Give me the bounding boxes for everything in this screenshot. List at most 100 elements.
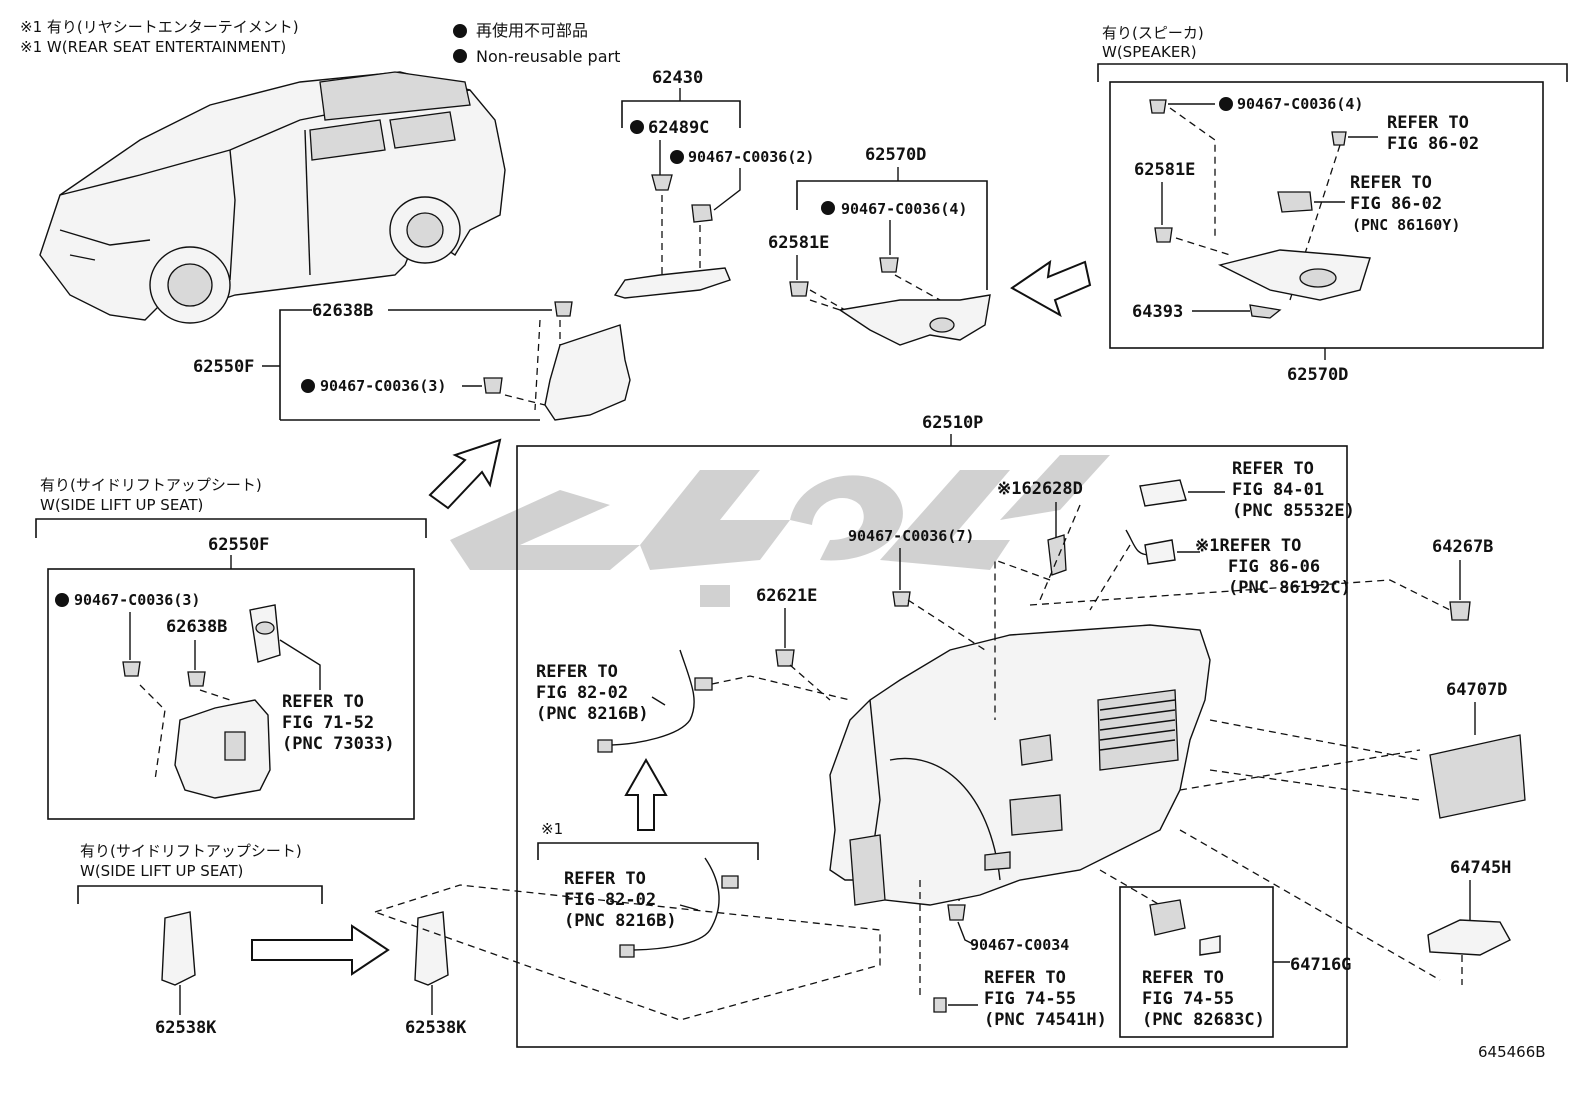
- part-label-clip-4b: 90467-C0036(4): [1237, 95, 1363, 113]
- reference-text: FIG 84-01: [1232, 480, 1324, 500]
- legend-dot-icon: [453, 24, 467, 38]
- part-label-62570D: 62570D: [865, 145, 926, 165]
- group-62550F-top: 62638B 62550F 90467-C0036(3): [193, 301, 631, 421]
- part-label-clip-4a: 90467-C0036(4): [841, 200, 967, 218]
- reference-text: (PNC 86192C): [1228, 578, 1351, 598]
- lift-seat-title-en: W(SIDE LIFT UP SEAT): [40, 496, 203, 514]
- part-label-62638B: 62638B: [312, 301, 373, 321]
- non-reusable-dot-icon: [630, 120, 644, 134]
- part-62570D-speaker-panel: [1217, 249, 1371, 301]
- lift-seat-title-jp: 有り(サイドリフトアップシート): [40, 476, 262, 494]
- part-label-62621E: 62621E: [756, 586, 817, 606]
- part-label-62538K-left: 62538K: [155, 1018, 217, 1038]
- clip-90467: [483, 377, 503, 394]
- part-62538K-left: [161, 911, 196, 986]
- speaker-title-en: W(SPEAKER): [1102, 43, 1197, 61]
- reference-text: FIG 86-02: [1387, 134, 1479, 154]
- non-reusable-dot-icon: [1219, 97, 1233, 111]
- part-label-62550F: 62550F: [193, 357, 254, 377]
- direction-arrow-right: [251, 924, 390, 976]
- part-label-clip-3b: 90467-C0036(3): [74, 591, 200, 609]
- part-64716G: [1149, 899, 1186, 936]
- diagram-id: 645466B: [1478, 1043, 1546, 1061]
- clip-62581E: [1154, 227, 1173, 243]
- reference-text: REFER TO: [1350, 173, 1432, 193]
- legend-dot-icon: [453, 49, 467, 63]
- reference-text: (PNC 73033): [282, 734, 395, 754]
- reference-text: FIG 74-55: [1142, 989, 1234, 1009]
- lift-seat-box-2: 有り(サイドリフトアップシート) W(SIDE LIFT UP SEAT) 62…: [77, 842, 881, 1038]
- vehicle-illustration: [39, 71, 506, 324]
- part-label-62628D: ※162628D: [997, 479, 1083, 499]
- part-62510P-quarter-panel: [829, 624, 1211, 906]
- reference-text: FIG 82-02: [536, 683, 628, 703]
- wire-harness-2: [627, 857, 720, 951]
- direction-arrow-left: [1010, 259, 1092, 318]
- reference-text: REFER TO: [564, 869, 646, 889]
- part-label-clip-2: 90467-C0036(2): [688, 148, 814, 166]
- part-62570D-panel: [838, 294, 991, 346]
- reference-text: (PNC 74541H): [984, 1010, 1107, 1030]
- part-label-62510P: 62510P: [922, 413, 983, 433]
- part-label-62489C: 62489C: [648, 118, 709, 138]
- direction-arrow-up-right: [428, 438, 502, 510]
- wire-harness-1: [604, 649, 695, 746]
- speaker-box: 有り(スピーカ) W(SPEAKER) 90467-C0036(4) REFER…: [1097, 24, 1568, 385]
- part-label-64267B: 64267B: [1432, 537, 1493, 557]
- part-label-62581E: 62581E: [768, 233, 829, 253]
- part-label-64393: 64393: [1132, 302, 1183, 322]
- clip-62638B: [554, 301, 573, 317]
- part-label-64745H: 64745H: [1450, 858, 1511, 878]
- main-62510P-box: 62510P ※162628D 90467-C0036(7) 62621E RE…: [516, 413, 1451, 1048]
- reference-text: FIG 86-06: [1228, 557, 1320, 577]
- lift-seat-box-1: 有り(サイドリフトアップシート) W(SIDE LIFT UP SEAT) 62…: [35, 476, 427, 820]
- clip-90467: [1149, 99, 1167, 114]
- reference-text: REFER TO: [1142, 968, 1224, 988]
- part-62550F: [544, 324, 631, 421]
- reference-text: FIG 86-02: [1350, 194, 1442, 214]
- rse-mark: ※1: [541, 820, 563, 838]
- part-label-64707D: 64707D: [1446, 680, 1507, 700]
- reference-text: (PNC 8216B): [564, 911, 677, 931]
- part-62628D: [1047, 534, 1067, 576]
- part-64393: [1249, 304, 1282, 319]
- hook: [933, 997, 947, 1013]
- clip-62581E: [789, 281, 809, 297]
- usb-connector: [1139, 479, 1187, 507]
- part-62550F-lift: [174, 699, 271, 799]
- reference-text: (PNC 8216B): [536, 704, 649, 724]
- non-reusable-dot-icon: [301, 379, 315, 393]
- part-label-62430: 62430: [652, 68, 703, 88]
- rse-note-en: ※1 W(REAR SEAT ENTERTAINMENT): [20, 38, 286, 56]
- reference-text: FIG 71-52: [282, 713, 374, 733]
- reference-text: REFER TO: [984, 968, 1066, 988]
- reference-text: ※1REFER TO: [1195, 536, 1301, 556]
- reference-text: REFER TO: [282, 692, 364, 712]
- clip-62621E: [775, 649, 795, 667]
- clip-90467: [892, 591, 911, 607]
- part-64745H-tray: [1427, 919, 1511, 956]
- harness-connector: [1144, 539, 1176, 565]
- non-reusable-dot-icon: [670, 150, 684, 164]
- right-column-parts: 64267B 64707D 64745H: [1427, 537, 1526, 985]
- non-reusable-dot-icon: [821, 201, 835, 215]
- part-label-62538K-right: 62538K: [405, 1018, 467, 1038]
- part-62430: [613, 267, 731, 299]
- clip-62489C: [651, 174, 673, 191]
- non-reusable-dot-icon: [55, 593, 69, 607]
- part-label-62638B-box: 62638B: [166, 617, 227, 637]
- legend-en: Non-reusable part: [476, 47, 620, 66]
- reference-text: REFER TO: [1387, 113, 1469, 133]
- part-label-62570D-bottom: 62570D: [1287, 365, 1348, 385]
- clip-64267B: [1449, 601, 1471, 621]
- reference-text: (PNC 86160Y): [1352, 216, 1460, 234]
- reference-text: FIG 82-02: [564, 890, 656, 910]
- part-label-clip-7: 90467-C0036(7): [848, 527, 974, 545]
- clip-62638B: [187, 671, 206, 687]
- clip-90467: [879, 257, 899, 273]
- part-label-62550F-box: 62550F: [208, 535, 269, 555]
- reference-text: REFER TO: [536, 662, 618, 682]
- lift-seat2-title-en: W(SIDE LIFT UP SEAT): [80, 862, 243, 880]
- part-label-62581E: 62581E: [1134, 160, 1195, 180]
